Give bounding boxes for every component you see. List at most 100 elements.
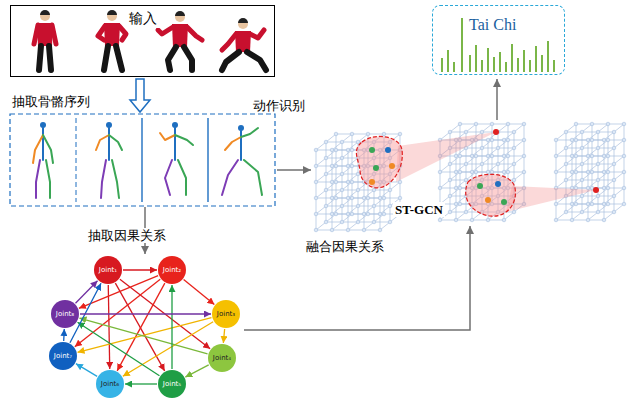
lattice-dot [622,202,626,206]
lattice-dot [512,130,516,134]
flow-arrow [496,79,498,120]
label-holder: 抽取因果关系 [86,225,168,245]
lattice-dot [606,122,610,126]
lattice-dot [586,186,590,190]
result-box: Tai Chi [432,5,565,75]
lattice-dot [356,188,360,192]
lattice-dot [372,204,376,208]
hollow-arrow [130,79,150,112]
lattice-dot [586,170,590,174]
lattice-dot [622,138,626,142]
lattice-dot [522,170,526,174]
joint-node: Joint₇ [49,342,77,370]
lattice-dot [356,172,360,176]
lattice-dot [314,164,318,168]
lattice-dot [346,212,350,216]
lattice-dot [486,138,490,142]
lattice-dot [314,228,318,232]
lattice-dot [340,140,344,144]
lattice-dot [564,162,568,166]
lattice-dot [570,218,574,222]
lattice-dot [580,210,584,214]
lattice-dot [470,154,474,158]
lattice-dot [574,170,578,174]
box-title: 输入 [126,10,160,28]
lattice-dot [590,202,594,206]
causal-arrow [184,279,215,304]
lattice-dot [612,210,616,214]
lattice-dot [340,220,344,224]
lattice-dot [470,170,474,174]
lattice-dot [596,130,600,134]
lattice-dot [480,146,484,150]
lattice-dot [366,196,370,200]
causal-arrow [123,322,213,377]
causal-arrow [117,283,165,371]
lattice-dot [324,204,328,208]
lattice-dot [512,162,516,166]
lattice-dot [502,138,506,142]
lattice-dot [480,162,484,166]
lattice-dot [580,146,584,150]
lattice-dot [564,210,568,214]
lattice-dot [458,122,462,126]
causal-arrow [76,364,97,377]
lattice-dot [334,148,338,152]
lattice-dot [330,180,334,184]
lattice-dot [448,162,452,166]
lattice-dot [474,154,478,158]
joint-label: Joint₆ [101,381,119,388]
causal-arrow [115,283,164,371]
lattice-dot [612,194,616,198]
lattice-dot [606,138,610,142]
lattice-dot [564,146,568,150]
causal-arrow [123,269,157,270]
lattice-dot [350,164,354,168]
lattice-lines [556,124,624,220]
input-photo-box: 输入 [10,5,275,77]
lattice-dot [622,186,626,190]
lattice-dot [612,130,616,134]
lattice-dot [454,154,458,158]
lattice-dot [502,218,506,222]
lattice-dot [490,138,494,142]
lattice-dot [496,162,500,166]
lattice-dot [602,202,606,206]
lattice-dot [464,130,468,134]
lattice-dot [438,218,442,222]
lattice-dot [554,154,558,158]
lattice-dot [554,138,558,142]
label-holder: 融合因果关系 [304,236,386,256]
lattice-dot [570,170,574,174]
lattice-dot [314,148,318,152]
lattice-dot [324,220,328,224]
lattice-dot [378,228,382,232]
lattice-dot [570,138,574,142]
lattice-dot [324,156,328,160]
lattice-dot [622,170,626,174]
lattice-dot [506,138,510,142]
lattice-dot [350,212,354,216]
lattice-dot [346,148,350,152]
lattice-dot [490,154,494,158]
lattice-dot [486,218,490,222]
lattice-dot [522,122,526,126]
lattice-dot [590,138,594,142]
causal-arrow [223,329,224,343]
lattice-dot [334,196,338,200]
step-label: 抽取因果关系 [86,228,168,243]
step-label: 融合因果关系 [304,239,386,254]
skeleton-sequence [10,114,275,206]
lattice-dot [512,210,516,214]
lattice-dot [496,146,500,150]
lattice-dot [356,140,360,144]
lattice-dot [340,204,344,208]
lattice-dot [346,180,350,184]
causal-arrow [63,329,65,341]
lattice-dot [602,186,606,190]
lattice-dot [382,212,386,216]
lattice-dot [448,178,452,182]
lattice-dot [350,148,354,152]
lattice-dot [448,210,452,214]
